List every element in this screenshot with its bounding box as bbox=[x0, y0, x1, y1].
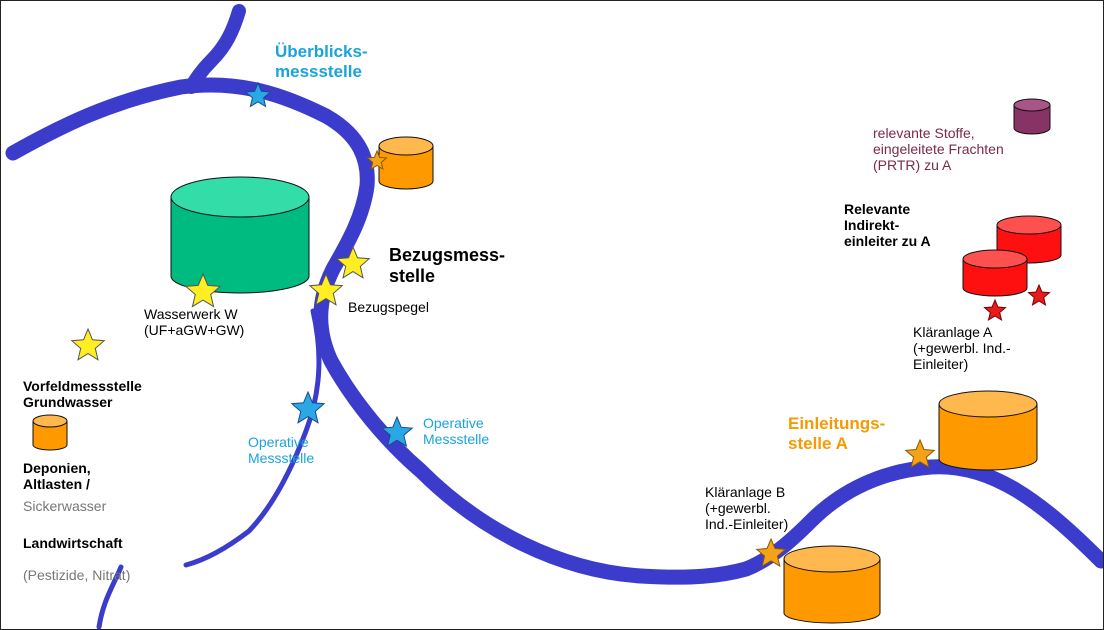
star-vorfeld bbox=[70, 327, 106, 361]
star-bezugspegel bbox=[308, 272, 344, 306]
tank-orange-klaeranlage-b bbox=[783, 545, 881, 624]
tank-purple bbox=[1013, 98, 1051, 135]
star-ueberblick bbox=[244, 81, 272, 108]
star-klaeranlage-b bbox=[755, 537, 787, 568]
tank-orange-deponie bbox=[32, 414, 68, 451]
star-operative-mid bbox=[380, 415, 414, 447]
label-bezugspegel: Bezugspegel bbox=[348, 299, 429, 315]
star-wasserwerk bbox=[184, 272, 222, 308]
label-klaeranlage-b: Kläranlage B (+gewerbl. Ind.-Einleiter) bbox=[705, 484, 789, 533]
side-stream bbox=[183, 308, 322, 568]
label-deponien: Deponien, Altlasten / bbox=[23, 460, 91, 493]
label-wasserwerk: Wasserwerk W (UF+aGW+GW) bbox=[144, 306, 245, 339]
tank-green-wasserwerk bbox=[170, 176, 310, 294]
label-operative-left: Operative Messstelle bbox=[248, 434, 315, 467]
upper-inflow bbox=[184, 4, 246, 94]
main-river bbox=[5, 77, 1103, 585]
label-operative-mid: Operative Messstelle bbox=[423, 415, 490, 448]
star-orange-top bbox=[366, 149, 388, 171]
star-bezugsmess bbox=[335, 245, 371, 279]
label-ueberblicksmessstelle: Überblicks- messstelle bbox=[275, 42, 368, 81]
label-relevante-stoffe: relevante Stoffe, eingeleitete Frachten … bbox=[873, 125, 1004, 174]
star-red-right bbox=[1027, 283, 1051, 306]
label-landwirtschaft: Landwirtschaft bbox=[23, 535, 123, 551]
star-operative-left bbox=[290, 390, 326, 424]
label-bezugsmessstelle: Bezugsmess- stelle bbox=[389, 245, 506, 286]
tank-red-front bbox=[962, 249, 1028, 297]
tank-orange-top bbox=[378, 136, 434, 190]
label-vorfeldmessstelle: Vorfeldmessstelle Grundwasser bbox=[23, 378, 142, 411]
label-klaeranlage-a: Kläranlage A (+gewerbl. Ind.- Einleiter) bbox=[913, 324, 1011, 373]
label-indirekteinleiter: Relevante Indirekt- einleiter zu A bbox=[844, 201, 931, 250]
star-red-left bbox=[983, 298, 1007, 321]
tank-orange-klaeranlage-a bbox=[938, 390, 1038, 471]
label-pestizide: (Pestizide, Nitrat) bbox=[23, 567, 131, 583]
star-einleitung bbox=[904, 438, 936, 469]
label-einleitungsstelle-a: Einleitungs- stelle A bbox=[788, 414, 886, 453]
label-sickerwasser: Sickerwasser bbox=[23, 498, 107, 514]
bottom-stream bbox=[96, 564, 124, 629]
